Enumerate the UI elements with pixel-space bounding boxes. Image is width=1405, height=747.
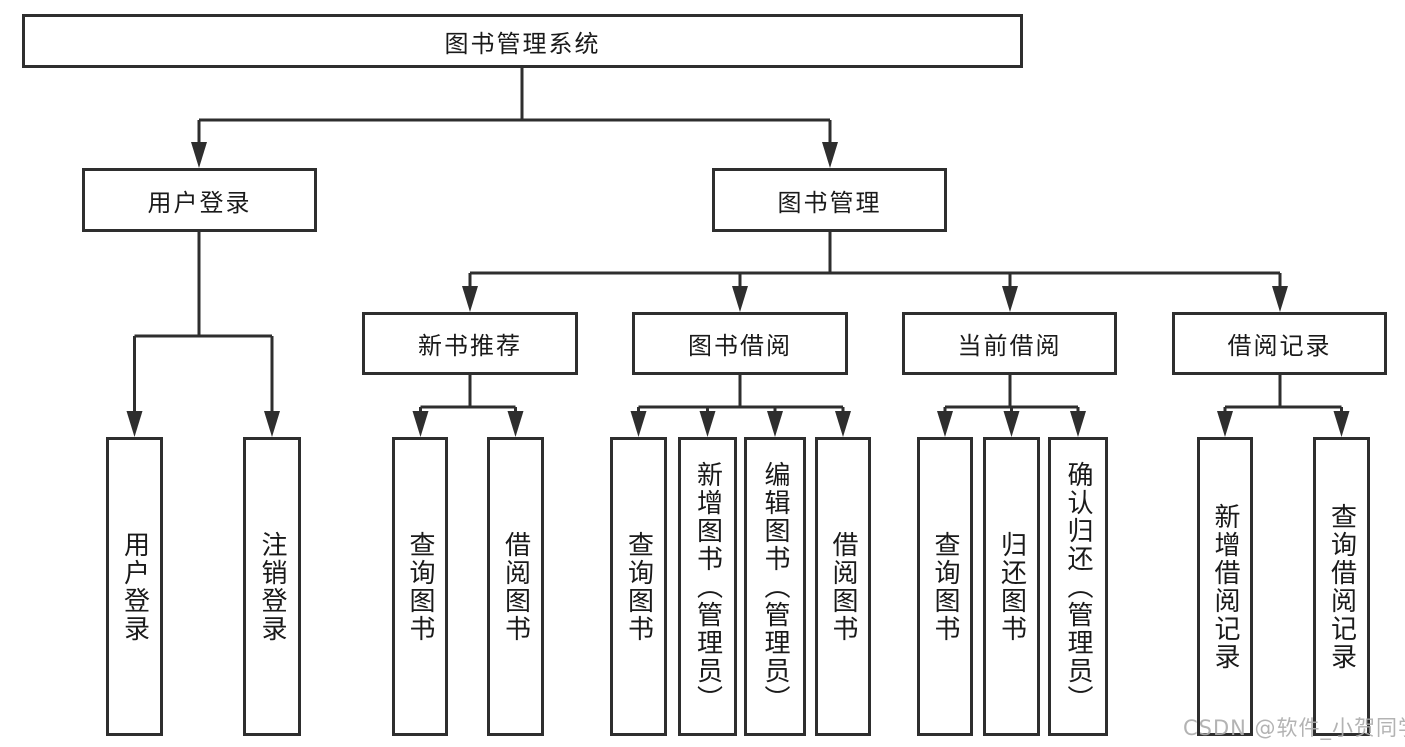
node-label: 新书推荐 [418,332,522,360]
node-label: 图书管理系统 [444,29,601,58]
node-borrow-records: 借阅记录 [1172,312,1387,375]
leaf-return-book: 归还图书 [983,437,1040,736]
leaf-label: 查询借阅记录 [1326,502,1357,671]
leaf-label: 借阅图书 [828,530,858,643]
leaf-add-book-admin: 新增图书（管理员） [678,437,737,736]
node-label: 用户登录 [147,188,252,217]
leaf-label: 确认归还（管理员） [1063,460,1093,713]
node-book-borrow: 图书借阅 [632,312,848,375]
leaf-edit-book-admin: 编辑图书（管理员） [744,437,806,736]
leaf-label: 编辑图书（管理员） [760,460,790,713]
leaf-confirm-return-admin: 确认归还（管理员） [1048,437,1108,736]
watermark: CSDN @软件_小贺同学 [1183,716,1405,740]
node-book-management: 图书管理 [712,168,947,232]
leaf-borrow-book: 借阅图书 [815,437,871,736]
node-user-login: 用户登录 [82,168,317,232]
leaf-label: 查询图书 [930,530,960,643]
node-label: 图书借阅 [688,332,792,360]
leaf-user-login: 用户登录 [106,437,163,736]
leaf-query-book-recommend: 查询图书 [392,437,448,736]
leaf-label: 归还图书 [996,530,1027,643]
leaf-label: 查询图书 [405,530,435,643]
leaf-label: 查询图书 [623,530,654,643]
leaf-label: 借阅图书 [500,530,531,643]
leaf-query-book-borrow: 查询图书 [610,437,667,736]
leaf-label: 新增借阅记录 [1210,502,1240,671]
leaf-query-borrow-record: 查询借阅记录 [1313,437,1370,736]
node-label: 借阅记录 [1227,332,1332,360]
leaf-label: 注销登录 [257,530,287,643]
leaf-query-book-current: 查询图书 [917,437,973,736]
leaf-label: 新增图书（管理员） [692,460,723,713]
node-current-borrow: 当前借阅 [902,312,1117,375]
node-label: 图书管理 [777,188,882,217]
node-new-book-recommend: 新书推荐 [362,312,578,375]
leaf-label: 用户登录 [119,530,150,643]
leaf-borrow-book-recommend: 借阅图书 [487,437,544,736]
node-label: 当前借阅 [957,332,1062,360]
leaf-add-borrow-record: 新增借阅记录 [1197,437,1253,736]
node-library-system: 图书管理系统 [22,14,1023,68]
leaf-logout: 注销登录 [243,437,301,736]
